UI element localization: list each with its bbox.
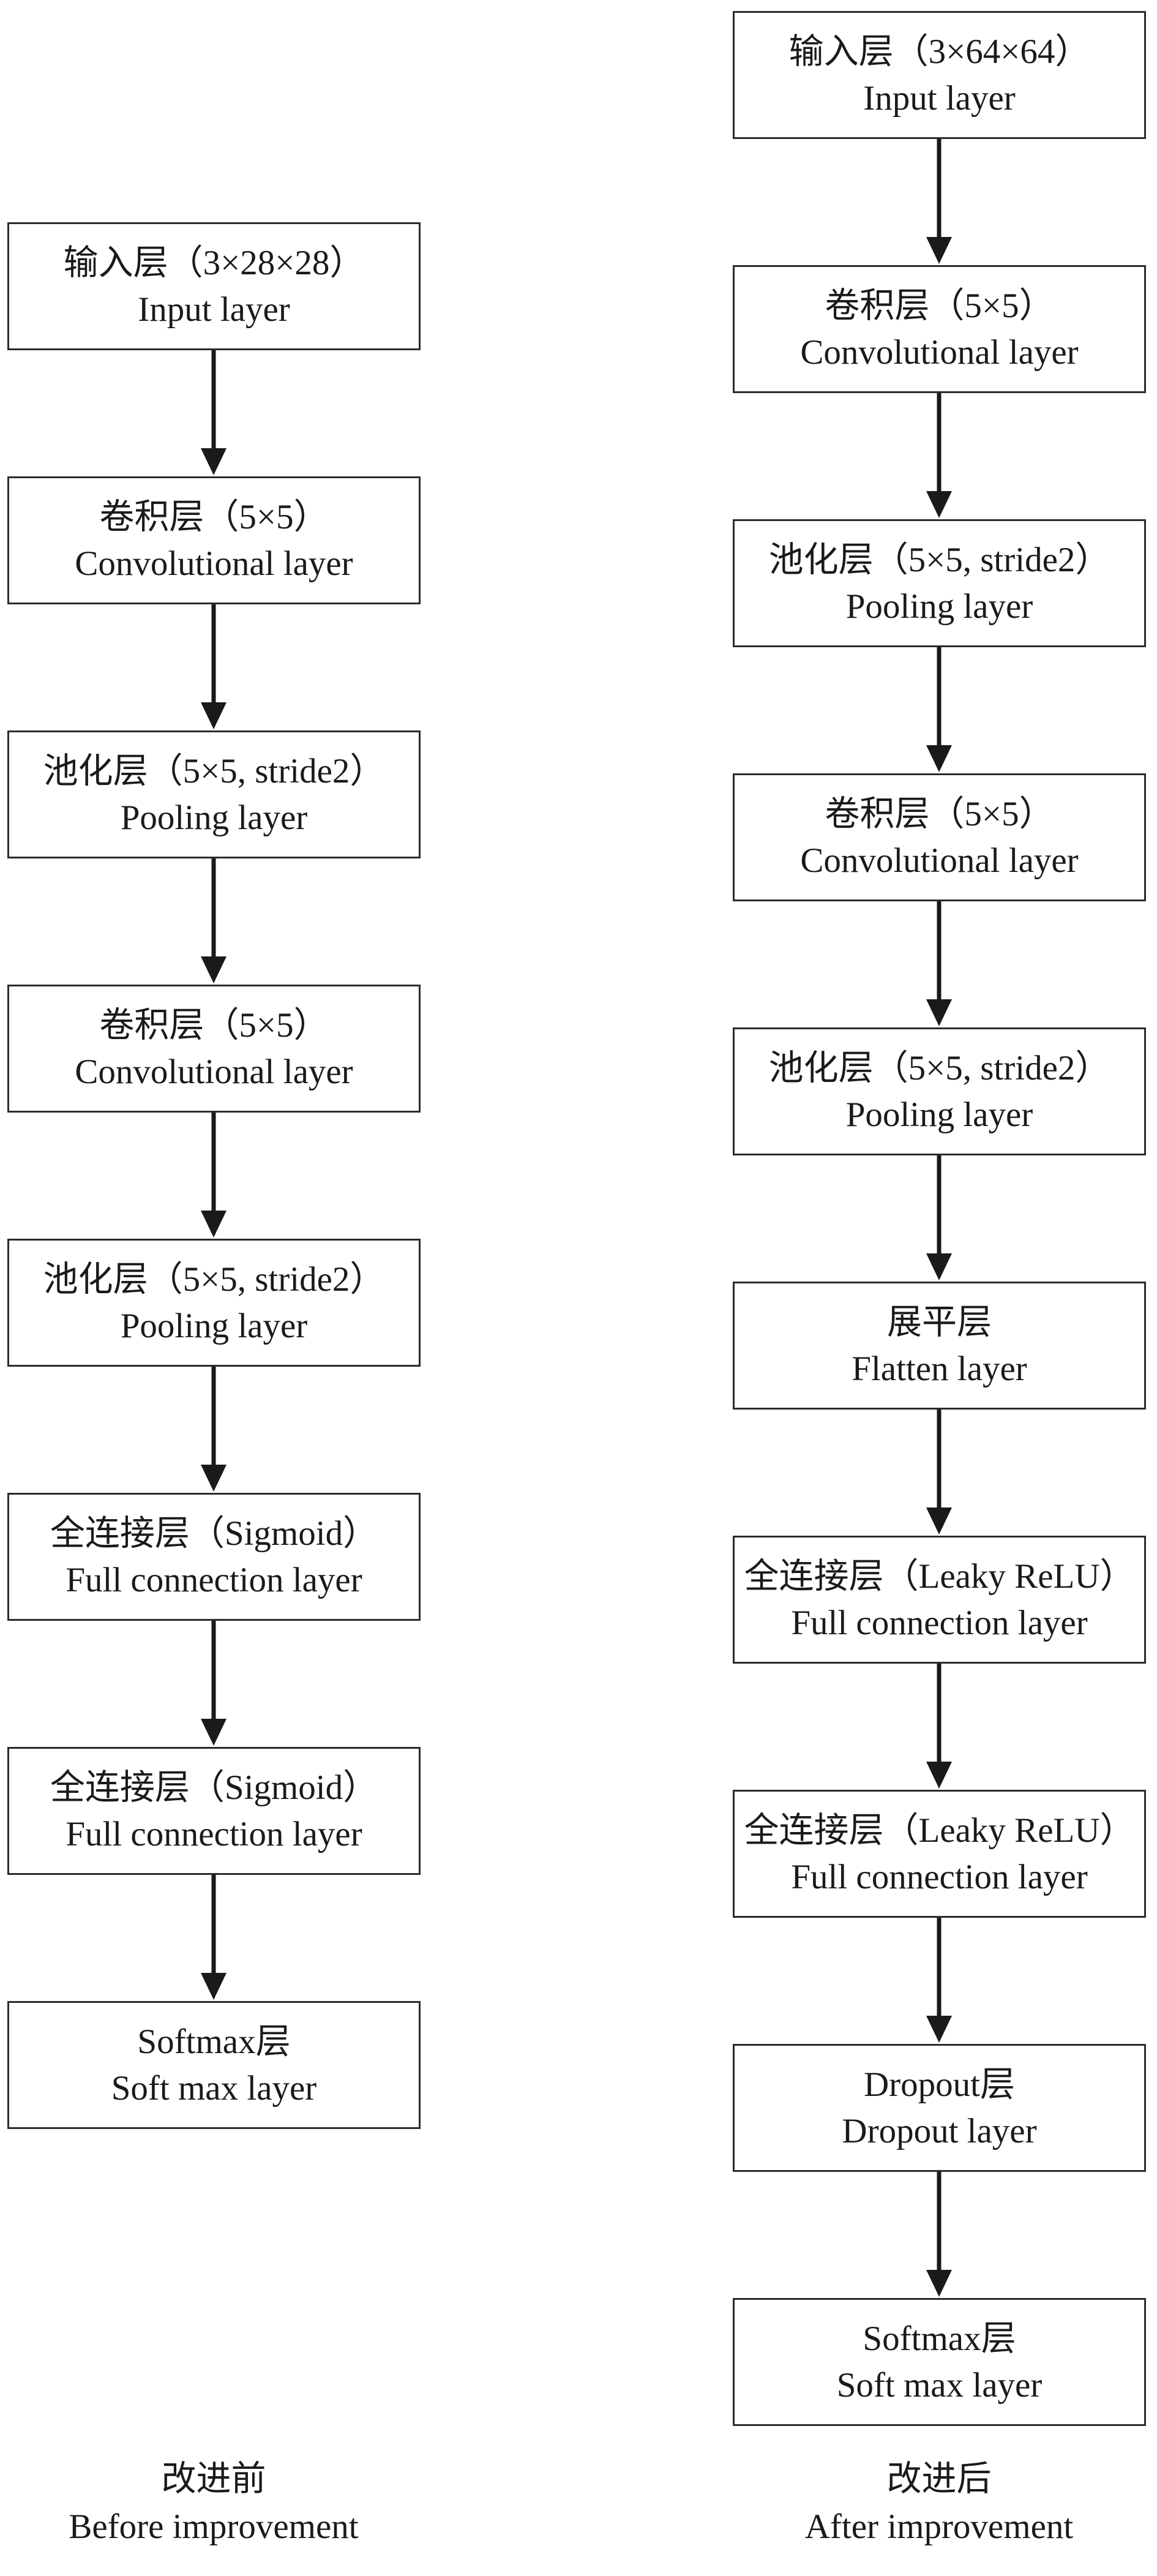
layer-name-en: Input layer — [863, 78, 1016, 118]
before-arrow-5 — [201, 1367, 227, 1492]
layer-name-zh: 卷积层（5×5） — [825, 794, 1054, 833]
layer-name-zh: Dropout层 — [864, 2065, 1015, 2104]
after-arrow-6 — [926, 1410, 952, 1534]
layer-name-zh: Softmax层 — [863, 2319, 1016, 2358]
after-arrow-4 — [926, 901, 952, 1026]
after-layer-box-3: 池化层（5×5, stride2） Pooling layer — [733, 519, 1146, 647]
layer-name-en: Pooling layer — [845, 587, 1033, 626]
layer-name-zh: 卷积层（5×5） — [99, 497, 329, 536]
layer-name-zh: 卷积层（5×5） — [825, 286, 1054, 325]
layer-name-en: Full connection layer — [66, 1814, 362, 1853]
layer-name-zh: 全连接层（Leaky ReLU） — [744, 1811, 1135, 1850]
after-layer-box-1: 输入层（3×64×64） Input layer — [733, 11, 1146, 139]
layer-name-en: Flatten layer — [852, 1349, 1027, 1388]
before-layer-box-5: 池化层（5×5, stride2） Pooling layer — [7, 1239, 421, 1367]
after-arrow-3 — [926, 647, 952, 772]
before-layer-box-4: 卷积层（5×5） Convolutional layer — [7, 985, 421, 1113]
layer-name-zh: 全连接层（Sigmoid） — [50, 1514, 378, 1553]
layer-name-en: Convolutional layer — [75, 1052, 353, 1091]
before-arrow-2 — [201, 604, 227, 729]
layer-name-en: Pooling layer — [120, 1306, 308, 1345]
before-layer-box-8: Softmax层 Soft max layer — [7, 2001, 421, 2129]
after-layer-box-2: 卷积层（5×5） Convolutional layer — [733, 265, 1146, 393]
before-layer-box-2: 卷积层（5×5） Convolutional layer — [7, 476, 421, 604]
after-layer-box-8: 全连接层（Leaky ReLU） Full connection layer — [733, 1790, 1146, 1918]
after-layer-box-4: 卷积层（5×5） Convolutional layer — [733, 773, 1146, 901]
layer-name-en: Convolutional layer — [800, 841, 1079, 880]
layer-name-zh: 池化层（5×5, stride2） — [43, 1260, 385, 1299]
after-arrow-5 — [926, 1155, 952, 1280]
layer-name-zh: 展平层 — [887, 1302, 992, 1342]
after-layer-box-6: 展平层 Flatten layer — [733, 1282, 1146, 1410]
layer-name-zh: Softmax层 — [137, 2022, 291, 2061]
before-arrow-4 — [201, 1113, 227, 1237]
before-layer-box-7: 全连接层（Sigmoid） Full connection layer — [7, 1747, 421, 1875]
layer-name-en: Convolutional layer — [75, 544, 353, 583]
layer-name-zh: 输入层（3×28×28） — [63, 243, 365, 282]
after-arrow-1 — [926, 139, 952, 264]
layer-name-en: Full connection layer — [791, 1603, 1088, 1642]
layer-name-zh: 输入层（3×64×64） — [788, 32, 1090, 71]
layer-name-en: Convolutional layer — [800, 332, 1079, 372]
layer-name-zh: 池化层（5×5, stride2） — [43, 751, 385, 790]
after-layer-box-10: Softmax层 Soft max layer — [733, 2298, 1146, 2426]
layer-name-zh: 池化层（5×5, stride2） — [768, 540, 1110, 579]
caption-en: Before improvement — [69, 2507, 359, 2546]
after-arrow-9 — [926, 2172, 952, 2297]
layer-name-zh: 全连接层（Sigmoid） — [50, 1768, 378, 1807]
before-arrow-1 — [201, 350, 227, 475]
before-arrow-6 — [201, 1621, 227, 1746]
after-layer-box-5: 池化层（5×5, stride2） Pooling layer — [733, 1027, 1146, 1155]
layer-name-en: Pooling layer — [120, 798, 308, 837]
layer-name-en: Soft max layer — [836, 2365, 1043, 2405]
before-layer-box-6: 全连接层（Sigmoid） Full connection layer — [7, 1493, 421, 1621]
after-layer-box-9: Dropout层 Dropout layer — [733, 2044, 1146, 2172]
layer-name-en: Full connection layer — [66, 1560, 362, 1599]
before-arrow-7 — [201, 1875, 227, 2000]
caption-zh: 改进后 — [886, 2460, 992, 2498]
layer-name-en: Full connection layer — [791, 1857, 1088, 1896]
after-layer-box-7: 全连接层（Leaky ReLU） Full connection layer — [733, 1536, 1146, 1664]
before-column-caption: 改进前 Before improvement — [0, 2455, 459, 2551]
before-arrow-3 — [201, 858, 227, 983]
layer-name-zh: 卷积层（5×5） — [99, 1005, 329, 1045]
before-layer-box-1: 输入层（3×28×28） Input layer — [7, 222, 421, 350]
after-arrow-8 — [926, 1918, 952, 2043]
after-arrow-2 — [926, 393, 952, 518]
caption-zh: 改进前 — [161, 2460, 266, 2498]
layer-name-zh: 全连接层（Leaky ReLU） — [744, 1556, 1135, 1596]
layer-name-zh: 池化层（5×5, stride2） — [768, 1048, 1110, 1087]
after-column-caption: 改进后 After improvement — [694, 2455, 1157, 2551]
layer-name-en: Input layer — [138, 290, 290, 329]
layer-name-en: Soft max layer — [111, 2068, 317, 2108]
layer-name-en: Pooling layer — [845, 1095, 1033, 1134]
before-layer-box-3: 池化层（5×5, stride2） Pooling layer — [7, 730, 421, 858]
caption-en: After improvement — [804, 2507, 1074, 2546]
layer-name-en: Dropout layer — [842, 2111, 1037, 2150]
after-arrow-7 — [926, 1664, 952, 1789]
